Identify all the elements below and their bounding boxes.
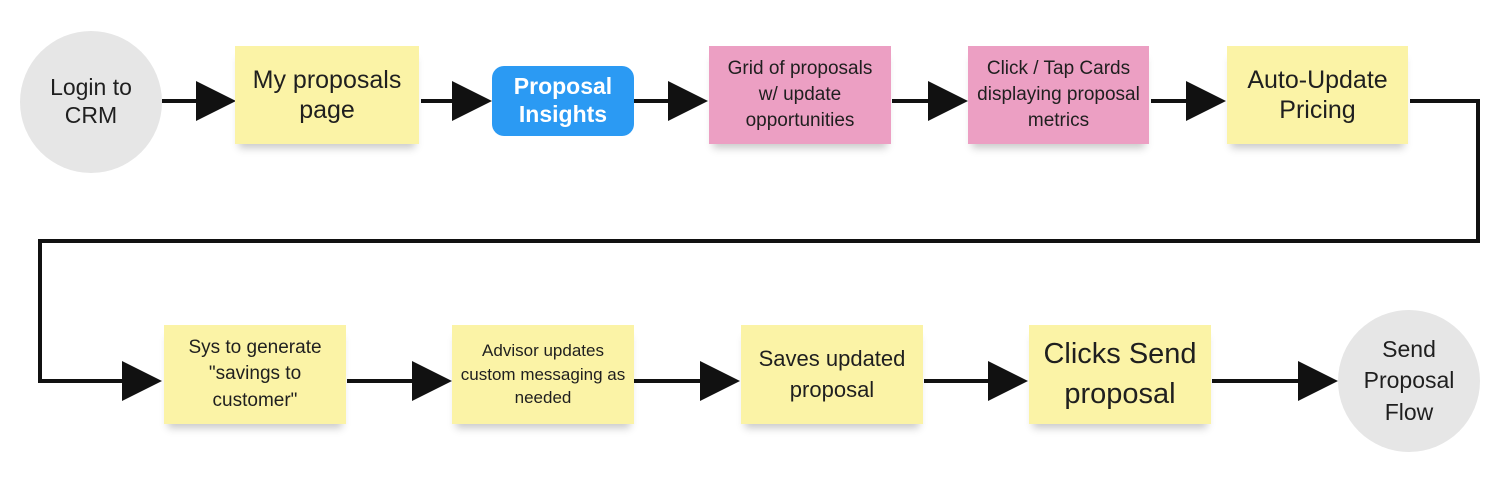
node-proposal-insights-label: Proposal Insights — [513, 73, 613, 127]
node-send-proposal-flow: Send Proposal Flow — [1338, 310, 1480, 452]
node-auto-update-pricing-label: Auto-Update Pricing — [1247, 66, 1388, 124]
node-clicks-send-proposal-label: Clicks Send proposal — [1043, 338, 1197, 410]
node-login-to-crm-label: Login to CRM — [50, 74, 132, 128]
node-send-proposal-flow-label: Send Proposal Flow — [1363, 336, 1455, 425]
node-grid-of-proposals-label: Grid of proposals w/ update opportunitie… — [727, 57, 873, 132]
node-saves-updated-proposal: Saves updated proposal — [741, 325, 923, 424]
node-my-proposals-page-label: My proposals page — [252, 66, 402, 124]
node-proposal-insights: Proposal Insights — [492, 66, 634, 136]
node-saves-updated-proposal-label: Saves updated proposal — [758, 346, 906, 402]
node-clicks-send-proposal: Clicks Send proposal — [1029, 325, 1211, 424]
node-advisor-updates-label: Advisor updates custom messaging as need… — [460, 341, 626, 408]
node-login-to-crm: Login to CRM — [20, 31, 162, 173]
node-sys-generate-savings-label: Sys to generate "savings to customer" — [188, 337, 322, 411]
node-click-tap-cards: Click / Tap Cards displaying proposal me… — [968, 46, 1149, 144]
connector-pricing-to-sys-generate — [38, 99, 1480, 401]
node-auto-update-pricing: Auto-Update Pricing — [1227, 46, 1408, 144]
node-grid-of-proposals: Grid of proposals w/ update opportunitie… — [709, 46, 891, 144]
node-advisor-updates: Advisor updates custom messaging as need… — [452, 325, 634, 424]
node-click-tap-cards-label: Click / Tap Cards displaying proposal me… — [977, 57, 1140, 132]
node-my-proposals-page: My proposals page — [235, 46, 419, 144]
node-sys-generate-savings: Sys to generate "savings to customer" — [164, 325, 346, 424]
